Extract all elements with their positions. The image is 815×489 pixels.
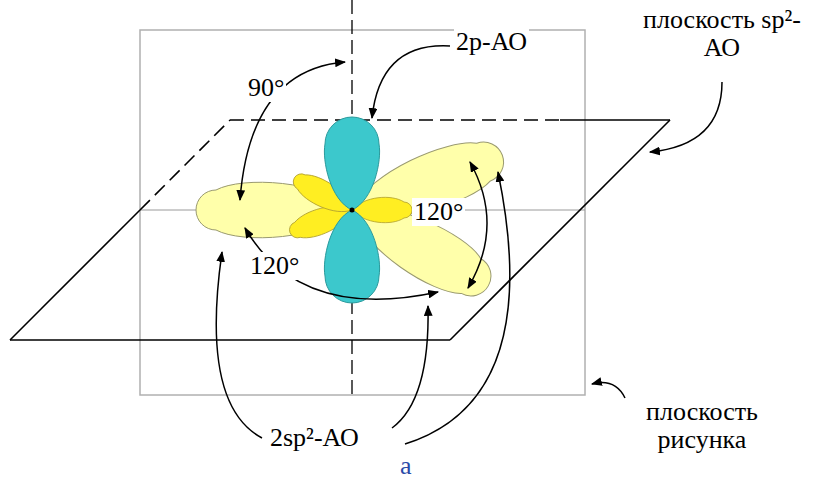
vertical-axis	[351, 300, 352, 395]
leader-arrows	[216, 46, 722, 444]
plane-label: плоскость sp²-АО	[640, 6, 804, 62]
angle-label: 120°	[248, 252, 301, 280]
orbital-label: 2p-АО	[454, 28, 529, 56]
p-orbital	[324, 117, 379, 303]
vertical-axis	[351, 0, 352, 125]
angle-label: 120°	[412, 198, 465, 226]
plane-label: плоскость рисунка	[630, 398, 774, 454]
orbital-label: 2sp²-АО	[268, 424, 361, 452]
angle-arcs	[240, 62, 487, 299]
figure-letter: а	[398, 452, 414, 480]
angle-label: 90°	[246, 74, 286, 102]
nucleus	[350, 208, 355, 213]
